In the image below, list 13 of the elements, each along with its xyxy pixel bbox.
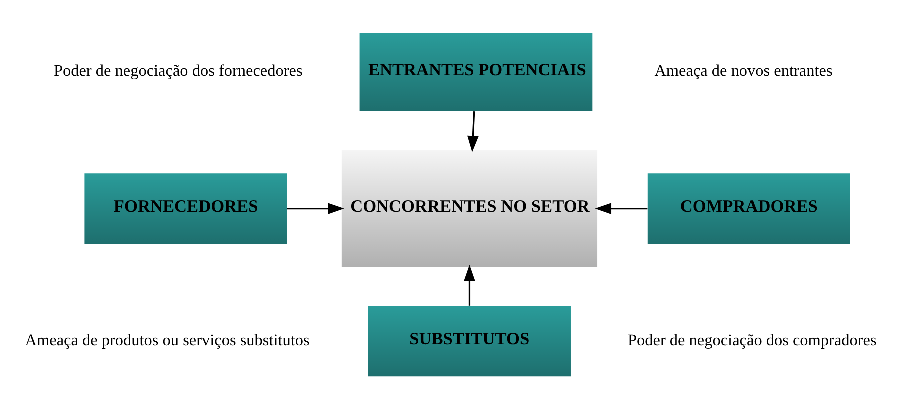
- node-box: CONCORRENTES NO SETOR: [341, 150, 598, 267]
- arrow: [594, 202, 648, 214]
- label: Ameaça de produtos ou serviços substitutos: [24, 330, 310, 349]
- arrow: [467, 111, 478, 152]
- arrow: [464, 264, 475, 306]
- label: Poder de negociação dos compradores: [627, 330, 876, 349]
- node-box: COMPRADORES: [647, 173, 850, 244]
- node-box: FORNECEDORES: [84, 173, 287, 244]
- label: Ameaça de novos entrantes: [654, 62, 832, 80]
- arrow: [286, 202, 344, 214]
- node-box: ENTRANTES POTENCIAIS: [359, 32, 592, 111]
- label: Poder de negociação dos fornecedores: [53, 62, 302, 80]
- node-box: SUBSTITUTOS: [368, 306, 570, 376]
